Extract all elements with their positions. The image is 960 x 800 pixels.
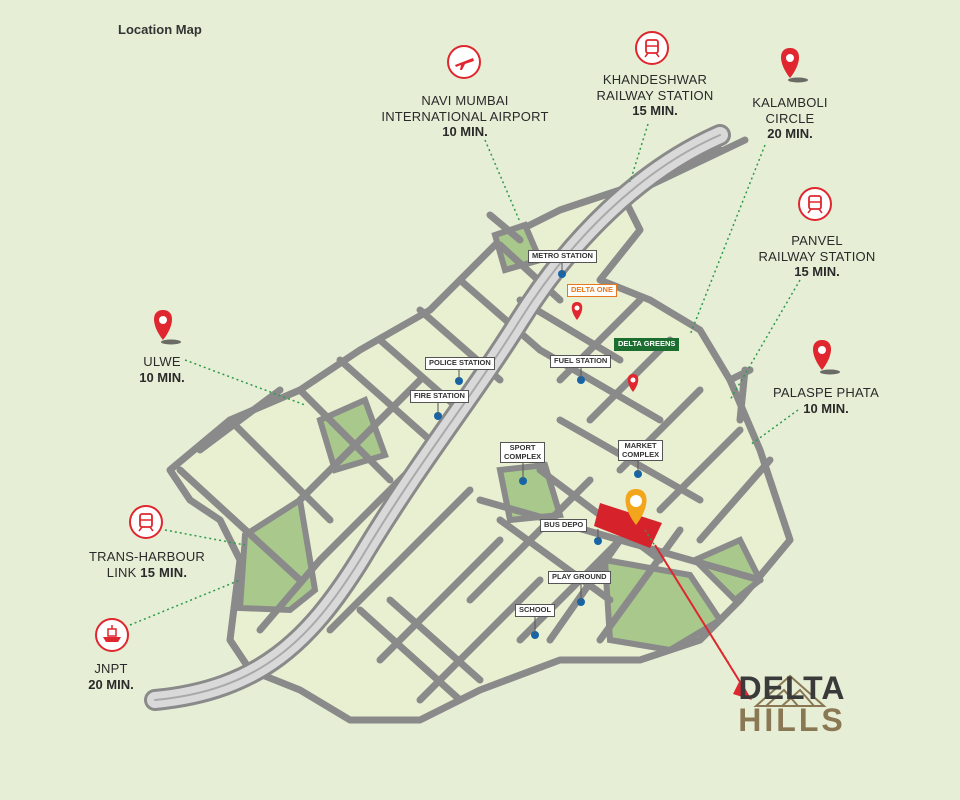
delta-hills-logo-mark	[753, 674, 827, 707]
delta-one-label: DELTA ONE	[567, 284, 617, 297]
delta-greens-pin	[627, 374, 639, 392]
ship-icon	[95, 618, 129, 652]
play-ground-label: PLAY GROUND	[548, 571, 611, 584]
logo-line-2: HILLS	[738, 702, 846, 738]
destination-name-line: JNPT	[94, 661, 128, 676]
travel-time: 10 MIN.	[803, 400, 849, 416]
destination-name-line: KHANDESHWAR	[602, 72, 708, 87]
bus-depo-label: BUS DEPO	[540, 519, 588, 532]
highway	[144, 124, 731, 711]
fire-station-label: FIRE STATION	[410, 390, 469, 403]
destination-name-line: NAVI MUMBAI	[421, 93, 509, 108]
location-pin-icon	[813, 340, 840, 375]
travel-time: 20 MIN.	[767, 126, 813, 142]
metro-station-label: METRO STATION	[528, 250, 597, 263]
airplane-icon	[447, 45, 481, 79]
travel-time: 20 MIN.	[88, 676, 134, 692]
destination-name-line: KALAMBOLI	[752, 95, 828, 110]
logo-line-1: DELTA	[738, 670, 846, 706]
destination-panvel: PANVEL RAILWAY STATION 15 MIN.	[752, 233, 882, 280]
destination-name-line: CIRCLE	[765, 110, 815, 126]
police-station-label: POLICE STATION	[425, 357, 495, 370]
travel-time: 15 MIN.	[794, 264, 840, 280]
train-icon	[798, 187, 832, 221]
market-complex-label: MARKET COMPLEX	[618, 440, 664, 462]
sport-complex-label: SPORT COMPLEX	[500, 442, 546, 464]
destination-name-line: LINK 15 MIN.	[106, 564, 188, 580]
page-title: Location Map	[118, 22, 202, 37]
destination-name-line: RAILWAY STATION	[758, 248, 876, 264]
destination-name-line: PANVEL	[791, 233, 843, 248]
location-pin-icon	[781, 48, 808, 83]
red-arrow	[654, 544, 752, 700]
project-site	[594, 503, 662, 548]
delta-hills-logo: DELTA HILLS	[722, 672, 862, 736]
location-pin-icon	[154, 310, 181, 345]
travel-time: 15 MIN.	[140, 564, 188, 580]
destination-name-line: ULWE	[143, 354, 181, 369]
travel-time: 10 MIN.	[139, 369, 185, 385]
school-label: SCHOOL	[515, 604, 556, 617]
destination-jnpt: JNPT 20 MIN.	[76, 661, 146, 692]
destination-kalamboli: KALAMBOLI CIRCLE 20 MIN.	[735, 95, 845, 142]
destination-transharbour: TRANS-HARBOUR LINK 15 MIN.	[82, 549, 212, 580]
destination-khandeshwar: KHANDESHWAR RAILWAY STATION 15 MIN.	[585, 72, 725, 119]
train-icon	[129, 505, 163, 539]
travel-time: 10 MIN.	[442, 124, 488, 140]
delta-greens-label: DELTA GREENS	[614, 338, 680, 351]
destination-name-line: INTERNATIONAL AIRPORT	[381, 108, 549, 124]
destination-airport: NAVI MUMBAI INTERNATIONAL AIRPORT 10 MIN…	[370, 93, 560, 140]
destination-name-line: PALASPE PHATA	[773, 385, 879, 400]
travel-time: 15 MIN.	[632, 103, 678, 119]
destination-name-line: TRANS-HARBOUR	[89, 549, 205, 564]
destination-name-line: RAILWAY STATION	[596, 87, 714, 103]
destination-ulwe: ULWE 10 MIN.	[120, 354, 204, 385]
train-icon	[635, 31, 669, 65]
delta-one-pin	[571, 302, 583, 320]
destination-palaspe: PALASPE PHATA 10 MIN.	[766, 385, 886, 416]
project-marker	[625, 489, 647, 525]
fuel-station-label: FUEL STATION	[550, 355, 612, 368]
